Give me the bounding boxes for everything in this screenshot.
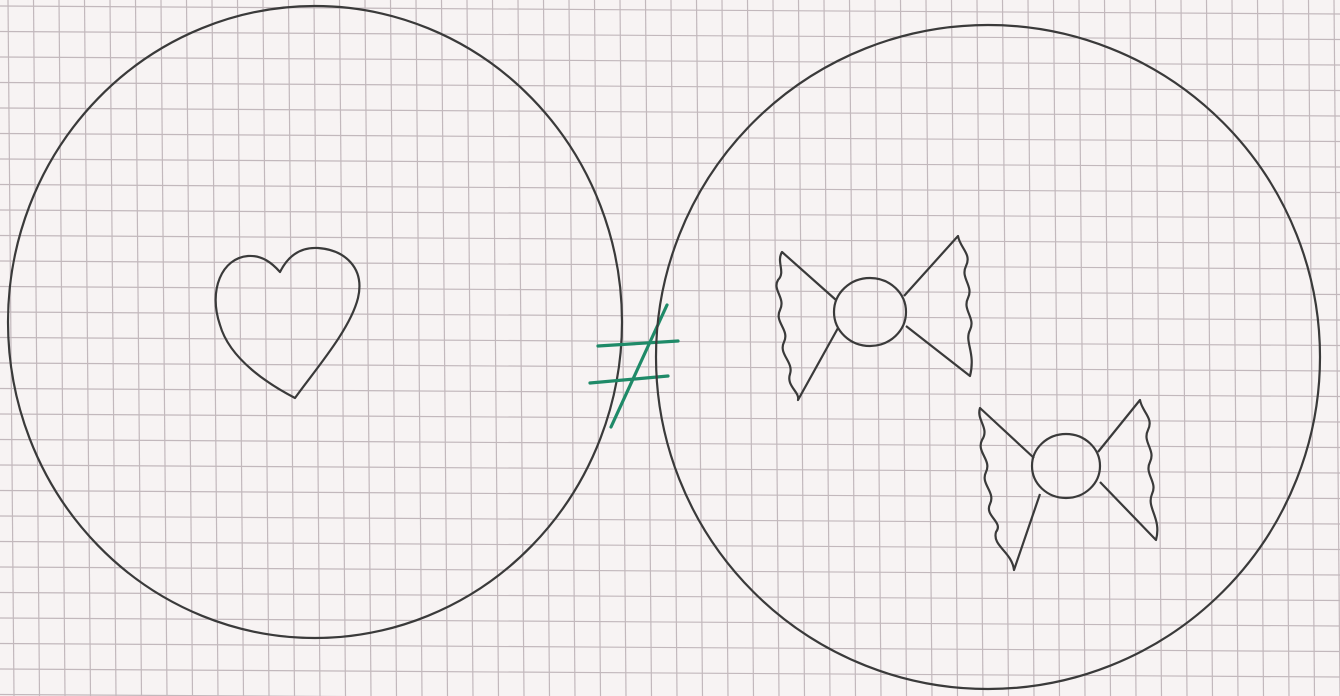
paper-background (0, 0, 1340, 696)
graph-paper-drawing (0, 0, 1340, 696)
